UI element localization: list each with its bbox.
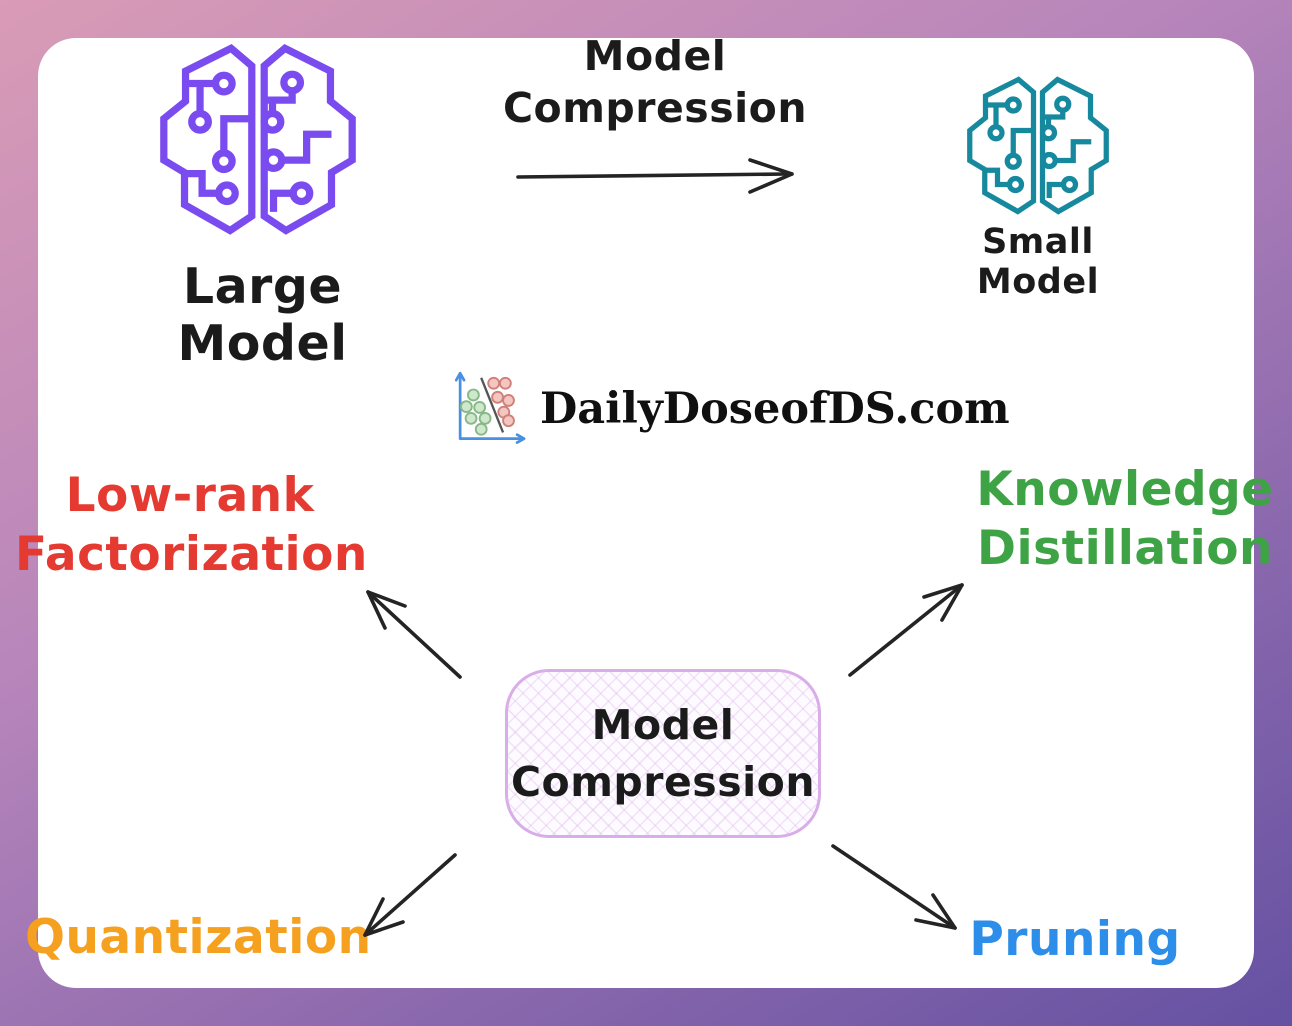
circuit-brain-icon [152,38,364,245]
circuit-brain-icon [963,72,1113,222]
large-model-label: Large Model [177,258,348,372]
box-text: Model Compression [511,697,815,810]
knowledge-line1: Knowledge [976,462,1274,517]
arrow-down-right-icon [831,844,957,930]
low-rank-line2: Factorization [15,527,368,583]
arrow-up-right-icon [848,583,964,677]
knowledge-line2: Distillation [977,521,1273,577]
quantization-label: Quantization [25,910,372,965]
flow-label-line2: Compression [502,84,808,133]
brand-logo: DailyDoseofDS.com [450,368,1010,450]
small-model-label: Small Model [976,222,1100,302]
low-rank-factorization-label: Low-rank Factorization [15,466,368,584]
low-rank-line1: Low-rank [65,468,315,523]
model-compression-flow-label: Model Compression [500,30,810,135]
brand-name: DailyDoseofDS.com [540,384,1010,434]
box-line1: Model [591,700,735,749]
arrow-down-left-icon [363,853,457,937]
arrow-up-left-icon [366,590,462,679]
flow-label-line1: Model [583,32,727,80]
scatter-plot-icon [454,371,526,444]
box-line2: Compression [510,757,816,806]
model-compression-box: Model Compression [505,669,821,838]
knowledge-distillation-label: Knowledge Distillation [955,460,1292,578]
pruning-label: Pruning [969,912,1181,967]
arrow-right-icon [516,158,794,194]
